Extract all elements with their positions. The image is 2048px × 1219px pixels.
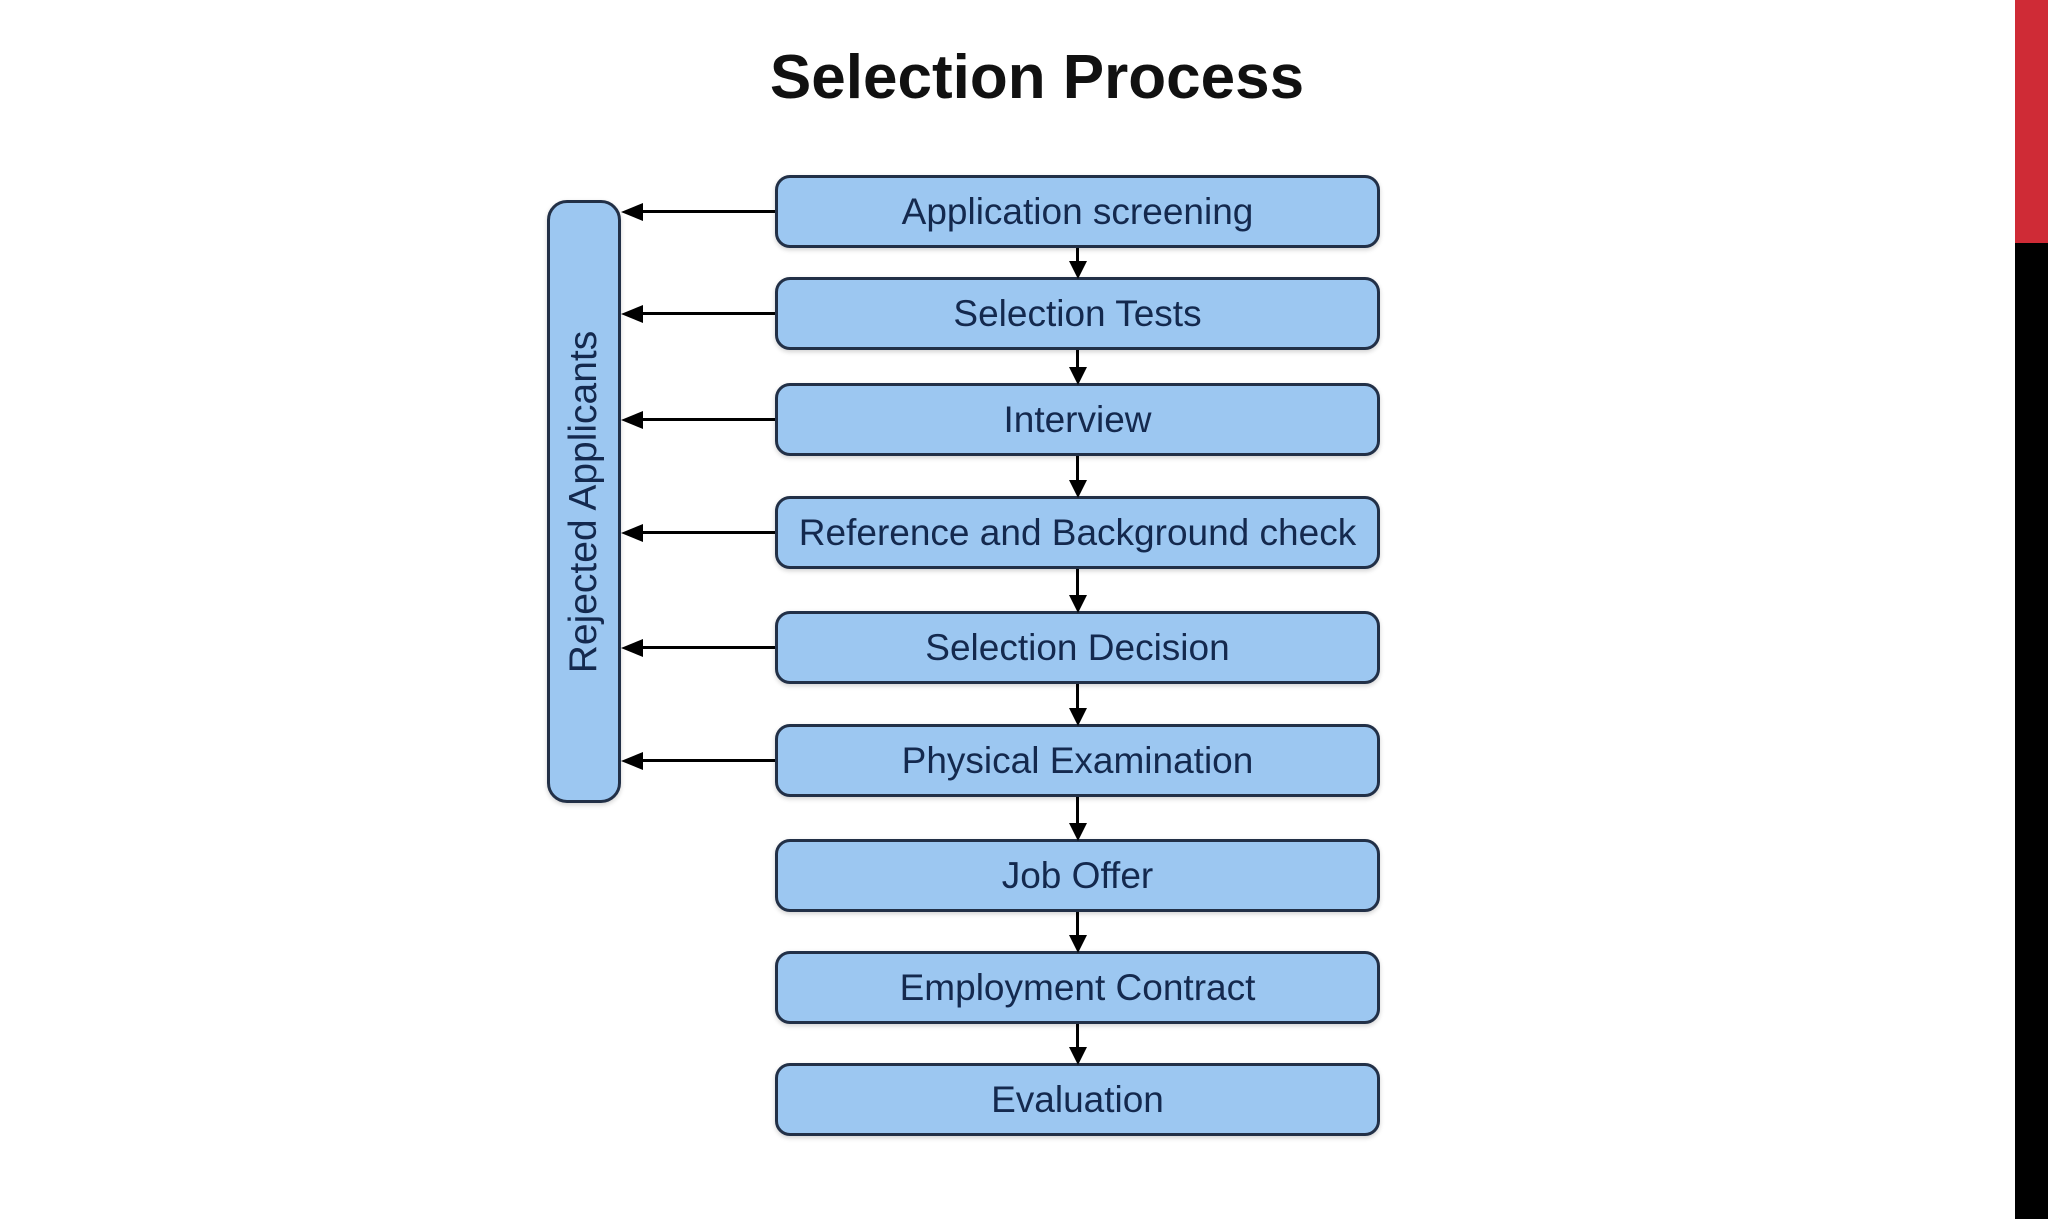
- reject-arrow-line: [641, 646, 775, 649]
- flow-arrow-down-head: [1068, 367, 1087, 385]
- flow-step-label: Physical Examination: [901, 739, 1254, 781]
- flow-step-label: Application screening: [901, 190, 1254, 232]
- flow-step-label: Reference and Background check: [798, 511, 1357, 553]
- flow-arrow-down-head: [1068, 823, 1087, 841]
- rejected-applicants-box: Rejected Applicants: [547, 200, 621, 803]
- flow-arrow-down-line: [1076, 797, 1079, 823]
- flow-arrow-down-line: [1076, 248, 1079, 261]
- reject-arrow-line: [641, 759, 775, 762]
- flow-step-label: Evaluation: [991, 1078, 1164, 1120]
- page-title: Selection Process: [769, 43, 1305, 112]
- rejected-applicants-label: Rejected Applicants: [562, 330, 605, 673]
- flow-step-box-8: Employment Contract: [775, 951, 1380, 1024]
- flow-arrow-down-head: [1068, 480, 1087, 498]
- slide-accent-red-strip: [2015, 0, 2048, 243]
- flow-step-box-9: Evaluation: [775, 1063, 1380, 1136]
- reject-arrow-line: [641, 531, 775, 534]
- flow-arrow-down-line: [1076, 350, 1079, 367]
- flow-arrow-down-line: [1076, 684, 1079, 708]
- flow-step-box-4: Reference and Background check: [775, 496, 1380, 569]
- slide-accent-black-strip: [2015, 243, 2048, 1219]
- flow-step-box-7: Job Offer: [775, 839, 1380, 912]
- reject-arrow-line: [641, 418, 775, 421]
- flow-step-box-2: Selection Tests: [775, 277, 1380, 350]
- flow-arrow-down-head: [1068, 595, 1087, 613]
- reject-arrow-head: [621, 304, 643, 323]
- flow-step-box-5: Selection Decision: [775, 611, 1380, 684]
- reject-arrow-line: [641, 210, 775, 213]
- reject-arrow-head: [621, 202, 643, 221]
- flow-step-label: Selection Decision: [925, 626, 1230, 668]
- reject-arrow-head: [621, 751, 643, 770]
- reject-arrow-head: [621, 638, 643, 657]
- flow-step-label: Selection Tests: [953, 292, 1202, 334]
- flow-arrow-down-head: [1068, 261, 1087, 279]
- flow-arrow-down-head: [1068, 935, 1087, 953]
- flow-step-box-3: Interview: [775, 383, 1380, 456]
- flow-arrow-down-line: [1076, 1024, 1079, 1047]
- reject-arrow-head: [621, 410, 643, 429]
- flow-step-box-6: Physical Examination: [775, 724, 1380, 797]
- flow-arrow-down-line: [1076, 456, 1079, 480]
- reject-arrow-line: [641, 312, 775, 315]
- reject-arrow-head: [621, 523, 643, 542]
- flow-arrow-down-line: [1076, 912, 1079, 935]
- flow-arrow-down-head: [1068, 1047, 1087, 1065]
- flow-step-label: Interview: [1003, 398, 1152, 440]
- flow-step-label: Job Offer: [1001, 854, 1154, 896]
- flow-arrow-down-head: [1068, 708, 1087, 726]
- flow-arrow-down-line: [1076, 569, 1079, 595]
- flow-step-box-1: Application screening: [775, 175, 1380, 248]
- flow-step-label: Employment Contract: [899, 966, 1256, 1008]
